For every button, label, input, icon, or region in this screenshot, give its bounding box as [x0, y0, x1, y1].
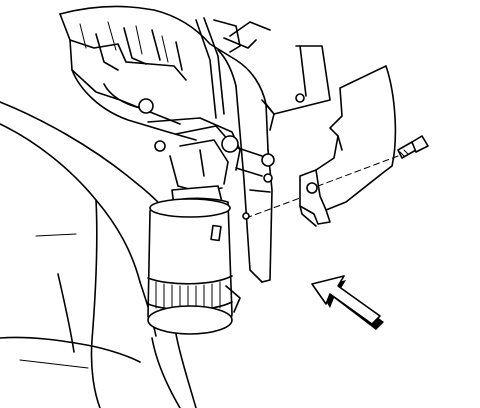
bolt: [397, 135, 429, 159]
shield-bolt-hole: [306, 182, 318, 194]
engine-block: [59, 5, 273, 283]
head-bolt: [154, 140, 166, 152]
alignment-lines: [242, 155, 399, 220]
oil-filter-adapter: [147, 117, 275, 193]
head-bolt: [138, 98, 154, 114]
direction-arrow: [311, 275, 384, 330]
adapter-fitting: [221, 135, 239, 153]
heat-shield: [299, 65, 397, 227]
mount-bracket: [261, 45, 331, 131]
oil-filter: [147, 185, 233, 335]
adapter-fitting: [261, 153, 275, 167]
coolant-pipe: [151, 285, 241, 408]
adapter-fitting: [263, 173, 273, 183]
